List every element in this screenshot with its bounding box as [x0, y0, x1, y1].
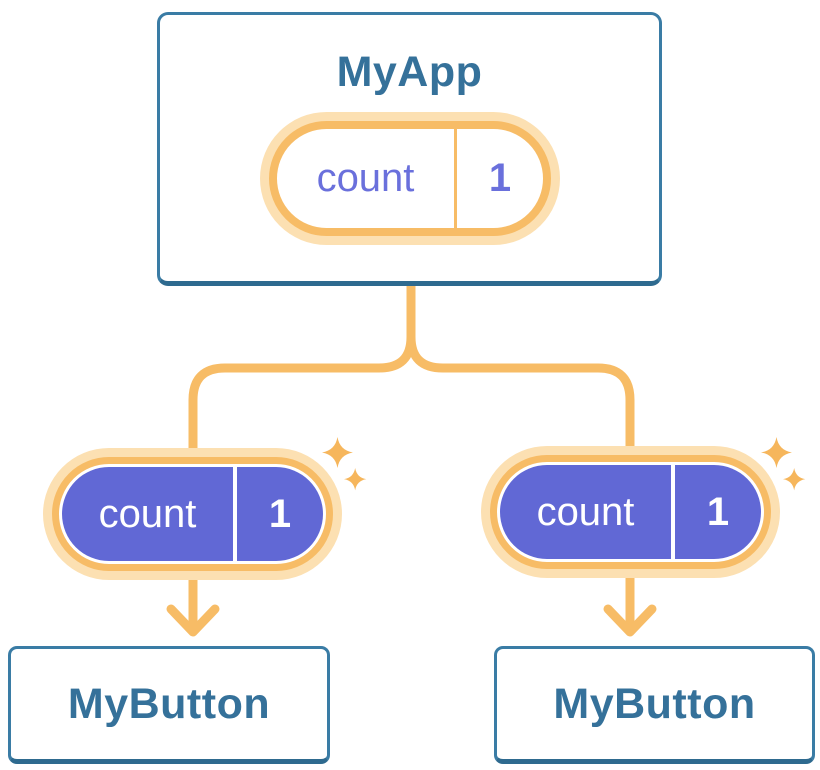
state-pill-core: count 1 — [500, 465, 761, 559]
state-pill-core: count 1 — [277, 129, 543, 228]
component-node-mybutton-left: MyButton — [8, 646, 330, 764]
state-pill-core: count 1 — [62, 467, 323, 561]
node-title: MyButton — [553, 679, 756, 728]
state-value: 1 — [488, 156, 512, 200]
state-label: count — [536, 489, 635, 534]
connector-branch-right — [406, 282, 635, 629]
sparkle-icon — [322, 437, 367, 491]
state-pill-right: count 1 — [481, 446, 780, 578]
state-pill-divider — [233, 467, 237, 561]
state-value: 1 — [706, 489, 730, 534]
arrowhead-right-icon — [603, 604, 657, 637]
state-pill-ring: count 1 — [490, 455, 771, 569]
state-pill-divider — [454, 129, 457, 228]
state-label: count — [316, 156, 415, 200]
arrowhead-left-icon — [166, 604, 220, 637]
state-pill-ring: count 1 — [52, 457, 333, 571]
state-value: 1 — [268, 491, 292, 536]
state-pill-ring: count 1 — [269, 121, 551, 236]
state-pill-divider — [671, 465, 675, 559]
node-title: MyButton — [67, 679, 271, 728]
state-pill-root: count 1 — [260, 112, 560, 245]
state-pill-left: count 1 — [43, 448, 342, 580]
sparkle-icon — [761, 437, 806, 491]
state-label: count — [98, 491, 197, 536]
node-title: MyApp — [336, 48, 483, 96]
component-node-mybutton-right: MyButton — [494, 646, 815, 764]
